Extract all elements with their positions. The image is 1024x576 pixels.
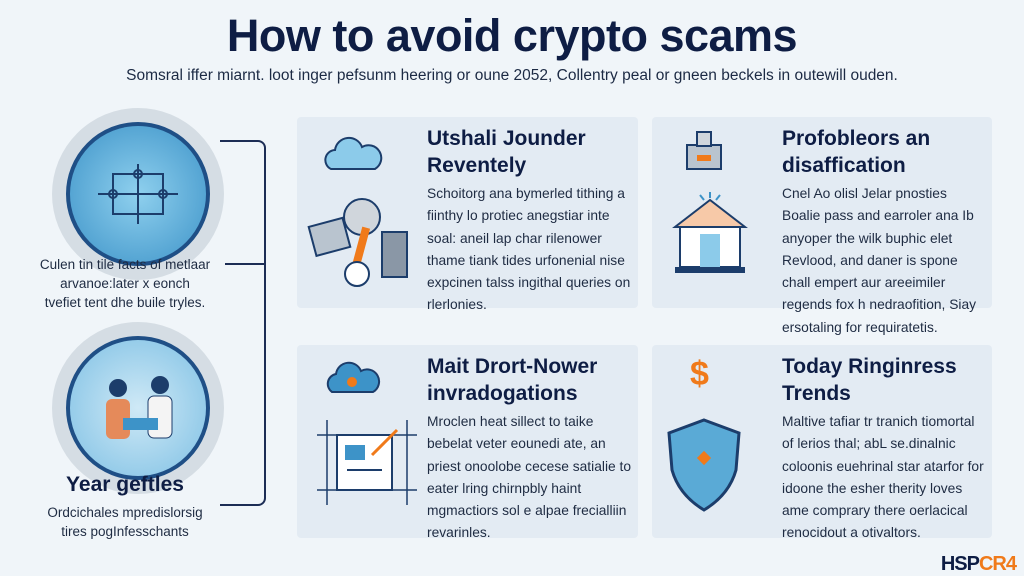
text-line: Ordcichales mpredislorsig [47,505,203,520]
page-title: How to avoid crypto scams [226,10,798,61]
network-circle-illustration [52,108,224,280]
logo-part1: HSP [940,553,980,575]
network-icon [98,164,178,224]
text-line: tvefiet tent dhe buile tryles. [44,295,206,310]
card-title: Today Ringinress Trends [782,355,957,405]
text-line: arvanoe:later x eonch [60,276,190,291]
card-2: Profobleors an disaffication Cnel Ao oli… [652,117,992,335]
connector-bracket [220,140,266,506]
card-1: Utshali Jounder Reventely Schoitorg ana … [297,117,638,312]
cloud-icon [324,136,383,170]
people-icon [106,376,173,439]
card-title: Utshali Jounder Reventely [427,127,586,177]
cloud-icon [326,361,381,393]
card-body: Cnel Ao olisl Jelar pnosties Boalie pass… [782,186,977,335]
card-body: Schoitorg ana bymerled tithing a fiinthy… [427,186,631,313]
logo-part2: CR4 [978,553,1017,575]
people-circle-illustration [52,322,224,494]
gear-key-icon [307,198,408,287]
page-subtitle: Somsral iffer miarnt. loot inger pefsunm… [126,67,898,84]
text-line: Culen tin tile facts of metlaar [39,257,211,272]
card-4: $ Today Ringinress Trends Maltive tafiar… [652,345,992,540]
bank-icon [672,192,748,273]
device-icon [686,131,722,170]
card-body: Maltive tafiar tr tranich tiomortal of l… [782,414,984,541]
card-title: Mait Drort-Nower invradogations [427,355,598,405]
left-item2-text: Ordcichales mpredislorsig tires pogInfes… [0,503,250,541]
left-item2-title: Year geftles [66,473,184,496]
connector-line [225,263,266,265]
dollar-icon: $ [690,355,709,393]
card-body: Mroclen heat sillect to taike bebelat ve… [427,414,632,541]
shield-icon [667,418,741,512]
card-3: Mait Drort-Nower invradogations Mroclen … [297,345,638,540]
text-line: tires pogInfesschants [61,524,189,539]
brand-logo: HSPCR4 [940,553,1017,576]
left-item1-text: Culen tin tile facts of metlaar arvanoe:… [0,255,250,312]
document-icon [317,420,417,505]
card-title: Profobleors an disaffication [782,127,931,177]
